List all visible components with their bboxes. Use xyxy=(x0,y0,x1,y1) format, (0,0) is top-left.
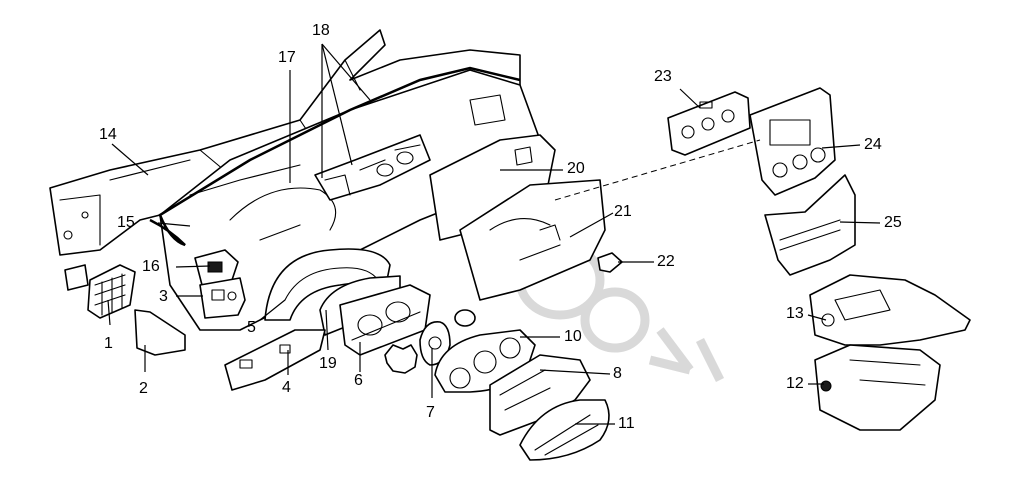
storage-bin-part-12 xyxy=(814,344,941,431)
center-console-part-13 xyxy=(809,274,971,346)
heater-control-part-23 xyxy=(667,91,751,156)
callout-5: 5 xyxy=(247,319,256,336)
air-vent-part-18 xyxy=(314,134,431,201)
callout-4: 4 xyxy=(282,379,291,396)
switch-module-part-16 xyxy=(194,249,239,286)
callout-20: 20 xyxy=(567,160,585,177)
callout-19: 19 xyxy=(319,355,337,372)
mounting-bracket-part-25 xyxy=(764,174,856,276)
callout-6: 6 xyxy=(354,372,363,389)
callout-12: 12 xyxy=(786,375,804,392)
gear-left xyxy=(384,344,418,374)
heater-bezel-part-24 xyxy=(749,87,836,196)
callout-8: 8 xyxy=(613,365,622,382)
callout-11: 11 xyxy=(618,415,635,432)
callout-16: 16 xyxy=(142,258,160,275)
callout-2: 2 xyxy=(139,380,148,397)
callout-22: 22 xyxy=(657,253,675,270)
callout-15: 15 xyxy=(117,214,135,231)
switch-panel-part-3 xyxy=(199,277,246,319)
fuse-box-part-1 xyxy=(64,264,136,319)
callout-21: 21 xyxy=(614,203,632,220)
glove-box-compartment-part-21 xyxy=(459,179,606,301)
callout-18: 18 xyxy=(312,22,330,39)
callout-24: 24 xyxy=(864,136,882,153)
callout-3: 3 xyxy=(159,288,168,305)
bracket-part-2 xyxy=(134,309,186,356)
leader-lines xyxy=(107,43,881,425)
callout-13: 13 xyxy=(786,305,804,322)
callout-17: 17 xyxy=(278,49,296,66)
lens-cover-part-11 xyxy=(519,399,610,461)
callout-1: 1 xyxy=(104,335,113,352)
knob-part xyxy=(454,309,476,327)
cluster-hood-part-5 xyxy=(264,248,391,321)
glove-box-part-20 xyxy=(429,134,556,241)
callout-10: 10 xyxy=(564,328,582,345)
callout-25: 25 xyxy=(884,214,902,231)
wiring-harness-part-15 xyxy=(149,66,521,247)
callout-7: 7 xyxy=(426,404,435,421)
alignment-line xyxy=(554,139,761,201)
callout-14: 14 xyxy=(99,126,117,143)
small-gauge-part-7 xyxy=(419,321,451,366)
callout-23: 23 xyxy=(654,68,672,85)
clip-part-22 xyxy=(597,252,623,273)
lower-trim-part-4 xyxy=(224,329,326,391)
